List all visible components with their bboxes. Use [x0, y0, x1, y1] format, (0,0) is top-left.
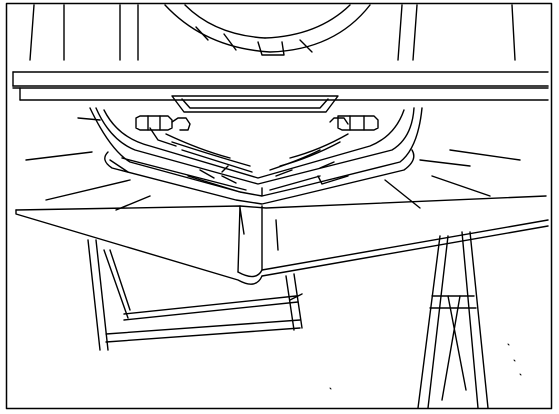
steering-wheel: [29, 4, 516, 61]
mounting-nuts: [135, 115, 379, 131]
sawhorse-right: [417, 231, 489, 409]
table-top: [15, 195, 549, 285]
instrument-panel: [12, 71, 549, 113]
sawhorse-left: [87, 239, 303, 351]
airbag-module: [89, 107, 423, 205]
figure-border: [5, 2, 553, 410]
radial-lines: [25, 117, 521, 251]
detail-marks: [329, 343, 522, 390]
